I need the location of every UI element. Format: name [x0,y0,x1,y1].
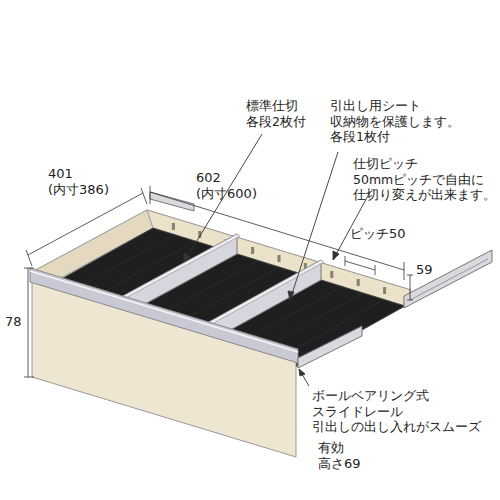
dimension-label: 602 (内寸600) [196,170,257,203]
pitch-slot [383,287,386,294]
dimension-label: 401 (内寸386) [48,166,109,199]
front-rail [30,268,298,363]
dimension-401 [26,188,147,266]
rail-groove [410,259,488,300]
pitch-slot [330,271,333,278]
callout-text: 標準仕切 各段2枚付 [246,98,306,129]
pitch-slot [172,223,175,230]
callout-text: ボールベアリング式 スライドレール 引出しの出し入れがスムーズ [312,388,481,435]
rail-highlight [30,271,298,352]
dimension-label: 78 [5,314,22,330]
callout-text: 仕切ピッチ 50mmピッチで自由に 仕切り変えが出来ます。 [353,156,496,203]
leader-lines [184,134,370,386]
dimension-label: 59 [416,262,433,278]
slide-rail [404,250,492,308]
divider-edge [121,234,240,299]
dimension-label: 有効 高さ69 [318,440,361,473]
divider-edge [207,260,324,325]
pitch-slot [278,255,281,262]
dimension-59 [407,275,413,300]
pitch-slot [251,247,254,254]
drawer-front [32,272,296,457]
slide-rail [150,192,194,211]
slide-rail [298,326,362,368]
dimension-78 [24,268,34,377]
pitch-slot [357,279,360,286]
callout-text: 引出し用シート 収納物を保護します。 各段1枚付 [330,98,460,145]
dimension-label: ピッチ50 [350,226,406,242]
pitch-bracket [345,256,375,275]
